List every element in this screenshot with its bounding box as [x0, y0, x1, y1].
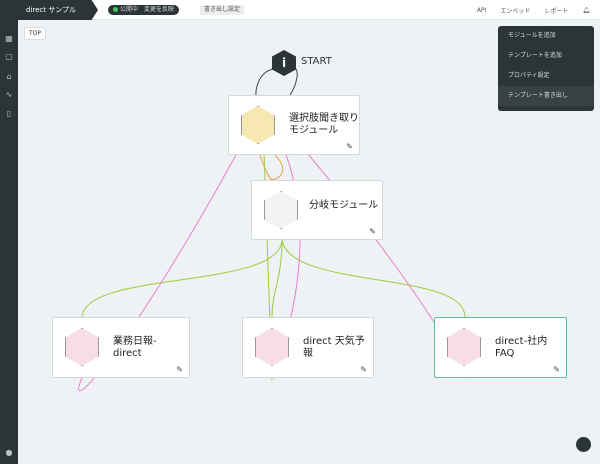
- nav-api[interactable]: API: [476, 6, 487, 14]
- reflect-button[interactable]: 変更を反映: [144, 6, 175, 13]
- node-label: direct-社内FAQ: [495, 336, 548, 359]
- module-node-selected[interactable]: direct-社内FAQ ✎: [434, 317, 567, 378]
- node-label: direct 天気予報: [303, 336, 365, 359]
- chart-icon[interactable]: ∿: [5, 90, 13, 99]
- menu-property-settings[interactable]: プロパティ設定: [508, 72, 550, 79]
- edit-icon[interactable]: ✎: [176, 365, 183, 374]
- branch-module-icon: [264, 191, 298, 229]
- grid-icon[interactable]: ▦: [5, 34, 13, 43]
- status-text: 公開中: [120, 6, 139, 13]
- chat-button[interactable]: [576, 437, 591, 452]
- node-label: 選択肢聞き取りモジュール: [289, 113, 359, 136]
- menu-add-module[interactable]: モジュールを追加: [508, 32, 556, 39]
- module-node[interactable]: 選択肢聞き取りモジュール ✎: [228, 95, 360, 155]
- menu-add-template[interactable]: テンプレートを追加: [508, 52, 562, 59]
- header: direct サンプル 公開中変更を反映 書き出し設定 API エンベッド レポ…: [18, 0, 600, 20]
- module-node[interactable]: 業務日報-direct ✎: [52, 317, 190, 378]
- export-settings-button[interactable]: 書き出し設定: [200, 5, 245, 15]
- store-icon[interactable]: ⌂: [6, 72, 12, 81]
- start-icon: i: [272, 50, 296, 76]
- context-menu: モジュールを追加 テンプレートを追加 プロパティ設定 テンプレート書き出し: [498, 26, 594, 111]
- template-icon: [255, 328, 289, 366]
- start-label: START: [301, 56, 332, 67]
- template-icon: [65, 328, 99, 366]
- module-node[interactable]: direct 天気予報 ✎: [242, 317, 374, 378]
- start-node[interactable]: i START: [272, 50, 332, 76]
- node-label: 分岐モジュール: [309, 200, 379, 211]
- edit-icon[interactable]: ✎: [360, 365, 367, 374]
- status-pill[interactable]: 公開中変更を反映: [108, 5, 180, 15]
- menu-export-template[interactable]: テンプレート書き出し: [498, 86, 594, 106]
- nav-report[interactable]: レポート: [544, 7, 569, 15]
- book-icon[interactable]: ▯: [6, 109, 12, 118]
- edit-icon[interactable]: ✎: [553, 365, 560, 374]
- edit-icon[interactable]: ✎: [369, 227, 376, 236]
- edit-icon[interactable]: ✎: [346, 142, 353, 151]
- template-icon: [447, 328, 481, 366]
- node-label: 業務日報-direct: [113, 336, 157, 359]
- app-title: direct サンプル: [18, 0, 98, 20]
- status-dot-icon: [113, 7, 118, 12]
- bell-icon[interactable]: 🔔︎: [582, 6, 590, 14]
- top-button[interactable]: TOP: [24, 27, 47, 40]
- module-node[interactable]: 分岐モジュール ✎: [251, 180, 383, 240]
- bulb-icon[interactable]: ●: [5, 448, 13, 457]
- choice-module-icon: [241, 106, 275, 144]
- chat-icon[interactable]: ▢: [5, 52, 13, 61]
- nav-embed[interactable]: エンベッド: [500, 7, 531, 15]
- left-sidebar: ▦ ▢ ⌂ ∿ ▯ ●: [0, 0, 18, 464]
